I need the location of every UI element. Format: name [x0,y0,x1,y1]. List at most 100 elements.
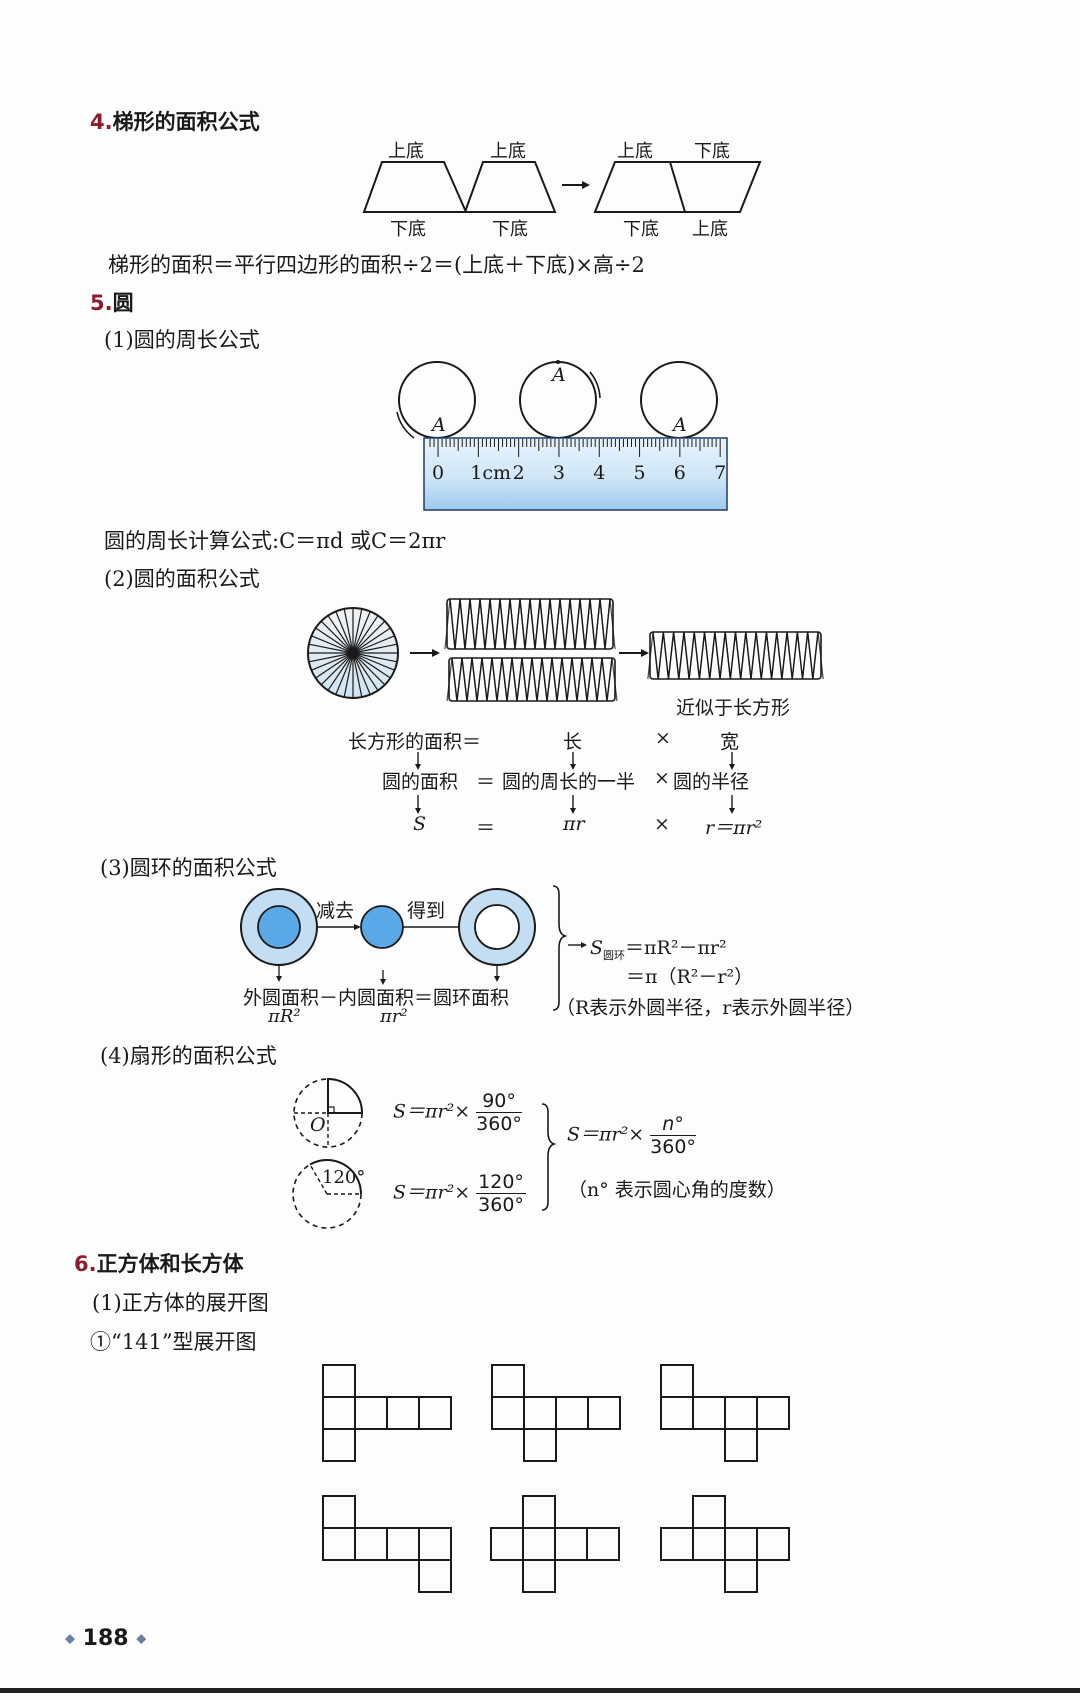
outer-area-value: πR² [268,1006,301,1027]
cube-net [491,1364,621,1462]
sector-spoke [327,652,354,691]
net-face [756,1527,790,1561]
net-face [692,1527,726,1561]
sector-spoke [352,608,363,654]
approx-rectangle-label: 近似于长方形 [676,697,791,719]
label-top-base: 上底 [617,141,653,162]
numerator: 90° [476,1090,522,1113]
arrow-head [432,649,440,657]
circumference-formula: 圆的周长计算公式:C＝πd 或C＝2πr [104,529,446,553]
net-face [491,1364,525,1398]
net-face [386,1527,420,1561]
net-face [418,1559,452,1593]
sector-spoke [352,652,391,679]
page-number: ◆ 188 ◆ [65,1626,146,1651]
net-type-title: ①“141”型展开图 [90,1330,257,1354]
times-sign: × [654,813,670,835]
net-face [490,1527,524,1561]
net-face [587,1396,621,1430]
cube-net [490,1495,620,1593]
net-face [660,1364,694,1398]
net-face [322,1364,356,1398]
net-face [692,1495,726,1529]
annulus-note: （R表示外圆半径，r表示外圆半径） [556,997,865,1019]
circle-area-result: r＝πr² [705,817,763,839]
sector-spoke [352,643,398,654]
ruler-tick-label: 1cm [470,462,512,484]
annulus-equation: 外圆面积－内圆面积＝圆环面积 [243,987,510,1009]
arrow-head [582,181,590,189]
net-face [756,1396,790,1430]
circle-area-diagram [307,598,824,702]
sector-diagram [292,1077,557,1229]
section-title: 正方体和长方体 [96,1252,244,1276]
sector-spoke [320,620,354,654]
rearranged-sectors-2 [647,631,824,680]
subtract-label: 减去 [316,900,355,922]
net-face [692,1396,726,1430]
times-sign: × [655,727,671,749]
parallelogram [593,161,762,213]
sector-spoke [308,652,354,663]
sector-spoke [315,652,354,679]
net-face [386,1396,420,1430]
net-face [555,1396,589,1430]
right-angle-mark [327,1106,335,1114]
point-a-label: A [432,414,446,436]
subsection-title: (2)圆的面积公式 [104,567,260,591]
net-face [522,1495,556,1529]
section-title: 梯形的面积公式 [112,110,260,134]
net-face [523,1396,557,1430]
formula-prefix: S＝πr²× [567,1123,645,1146]
subsection-title: (4)扇形的面积公式 [100,1044,277,1068]
angle-label: 120° [322,1167,366,1188]
point-a-label: A [552,364,566,386]
right-brace [552,885,568,1011]
center-o-label: O [310,1114,326,1136]
net-face [586,1527,620,1561]
pi-r-term: πr [563,813,585,835]
sector-spoke [352,652,395,671]
sector-120-arc [309,1158,363,1195]
sector-spoke [343,608,354,654]
net-face [354,1396,388,1430]
annulus-diagram [240,885,587,1011]
center-point [349,649,357,657]
net-face [522,1559,556,1593]
sector-spoke [308,643,354,654]
sector-spoke [352,627,391,654]
section-4-heading: 4.梯形的面积公式 [90,106,260,136]
wedge-outline [448,657,616,702]
net-face [491,1396,525,1430]
sector-formula-90: S＝πr²× 90°360° [393,1090,522,1135]
net-face [522,1527,556,1561]
net-face [724,1527,758,1561]
equals-sign: ＝ [476,817,496,839]
section-number: 4. [90,110,113,134]
sector-spoke [315,627,354,654]
point-a-top [556,360,560,364]
fraction: 90°360° [476,1090,522,1135]
sector-spoke [352,620,386,654]
rearranged-sectors-1 [444,598,618,702]
sector-90 [327,1077,364,1114]
ruler-tick-label: 6 [673,462,686,484]
formula-prefix: S＝πr²× [393,1181,471,1204]
net-face [418,1396,452,1430]
denominator: 360° [478,1194,524,1216]
label-top-base: 上底 [490,141,526,162]
net-face [418,1527,452,1561]
area-subscript: 圆环 [603,948,626,962]
section-title: 圆 [112,291,134,315]
rotation-arrow-left [396,411,415,439]
net-face [523,1428,557,1462]
parallelogram-divider [669,161,686,213]
ruler-ticks [429,439,721,457]
net-face [660,1396,694,1430]
point-a-label: A [673,414,687,436]
sector-spoke [352,615,379,654]
sector-spoke [335,611,354,654]
ruler-tick-label: 4 [593,462,606,484]
section-number: 5. [90,291,113,315]
net-face [554,1527,588,1561]
